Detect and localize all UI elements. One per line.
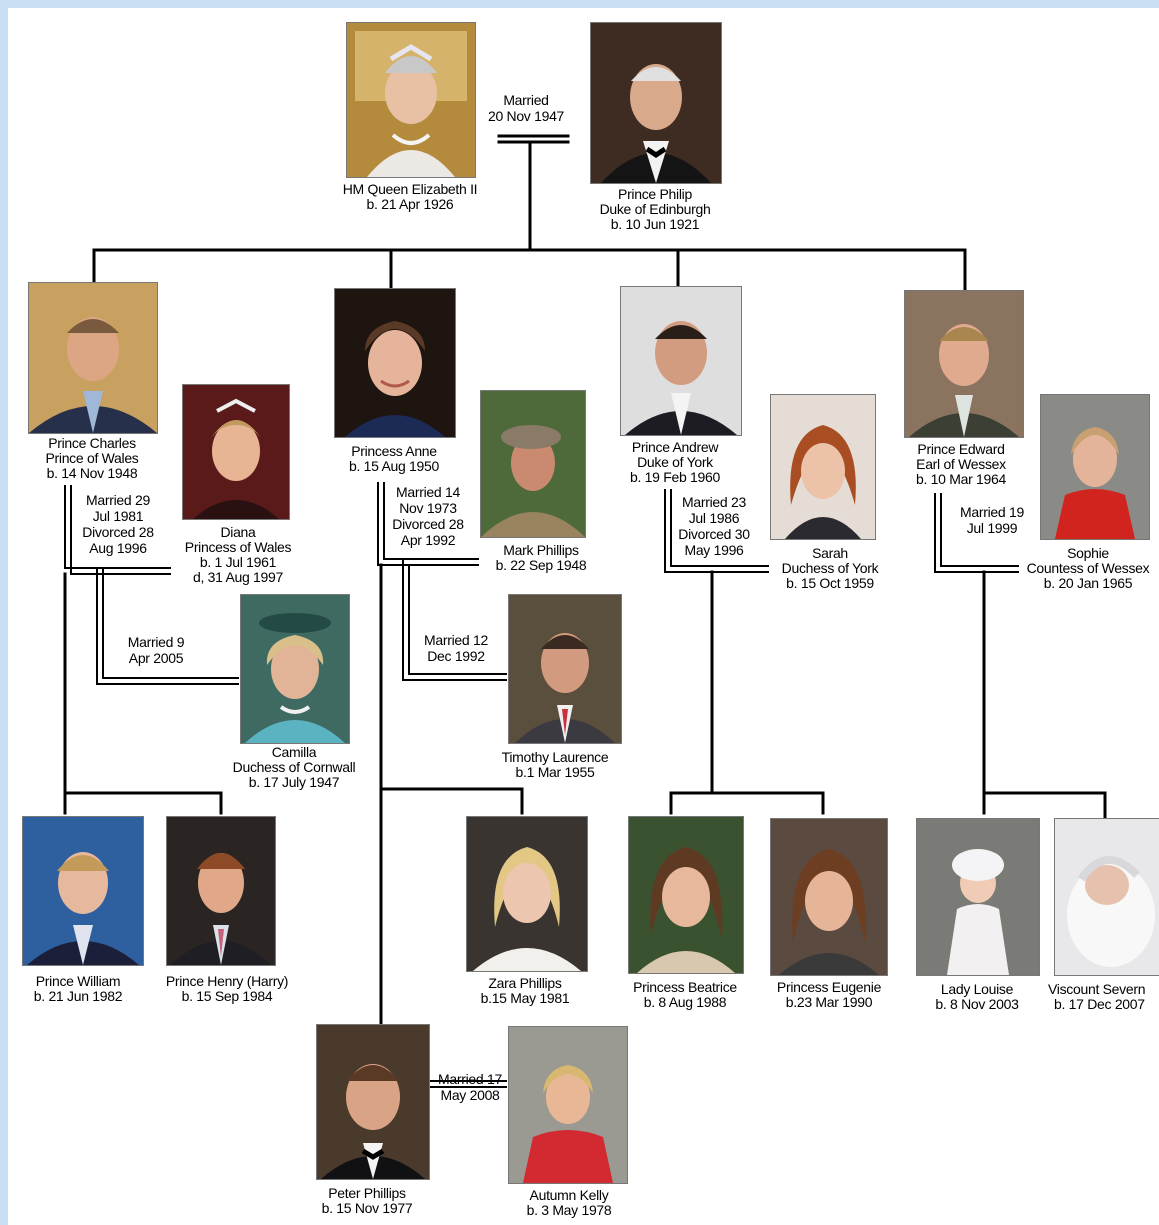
family-tree-panel: HM Queen Elizabeth II b. 21 Apr 1926 Mar… <box>8 8 1159 1225</box>
caption-timothy-laurence: Timothy Laurence b.1 Mar 1955 <box>501 749 609 780</box>
connector-edward-sophie <box>934 493 1019 573</box>
marriage-label-elizabeth-philip: Married 20 Nov 1947 <box>487 92 565 124</box>
portrait-viscount-severn <box>1054 818 1159 976</box>
marriage-label-charles-camilla: Married 9 Apr 2005 <box>127 634 185 666</box>
portrait-lady-louise <box>916 818 1040 976</box>
portrait-princess-beatrice <box>628 816 744 974</box>
tree-connectors <box>63 134 1107 1088</box>
connector-anne-mark <box>377 482 479 566</box>
portrait-prince-harry <box>166 816 276 966</box>
photo-placeholder-icon <box>167 817 275 965</box>
photo-placeholder-icon <box>335 289 455 437</box>
connector-charles-camilla <box>96 567 239 685</box>
photo-placeholder-icon <box>347 23 475 177</box>
photo-placeholder-icon <box>29 283 157 433</box>
connector-peter-autumn <box>428 1080 507 1088</box>
caption-prince-andrew: Prince Andrew Duke of York b. 19 Feb 196… <box>630 439 720 485</box>
photo-placeholder-icon <box>771 395 875 539</box>
caption-diana: Diana Princess of Wales b. 1 Jul 1961 d,… <box>184 524 292 585</box>
photo-placeholder-icon <box>509 595 621 743</box>
photo-placeholder-icon <box>467 817 587 971</box>
marriage-label-andrew-sarah: Married 23 Jul 1986 Divorced 30 May 1996 <box>678 494 750 558</box>
caption-zara-phillips: Zara Phillips b.15 May 1981 <box>480 975 570 1006</box>
portrait-mark-phillips <box>480 390 586 538</box>
photo-placeholder-icon <box>1041 395 1149 539</box>
connector-charles-diana <box>64 485 171 575</box>
portrait-sophie <box>1040 394 1150 540</box>
marriage-label-anne-mark: Married 14 Nov 1973 Divorced 28 Apr 1992 <box>392 484 464 548</box>
caption-mark-phillips: Mark Phillips b. 22 Sep 1948 <box>495 542 587 573</box>
connector-andrew-sarah <box>664 489 769 573</box>
portrait-prince-andrew <box>620 286 742 436</box>
caption-sarah: Sarah Duchess of York b. 15 Oct 1959 <box>781 545 879 591</box>
caption-queen-elizabeth: HM Queen Elizabeth II b. 21 Apr 1926 <box>342 181 478 212</box>
connector-anne-children <box>379 563 524 1025</box>
portrait-princess-anne <box>334 288 456 438</box>
caption-viscount-severn: Viscount Severn b. 17 Dec 2007 <box>1048 981 1146 1012</box>
caption-princess-anne: Princess Anne b. 15 Aug 1950 <box>349 443 439 474</box>
marriage-label-anne-timothy: Married 12 Dec 1992 <box>424 632 488 664</box>
caption-prince-edward: Prince Edward Earl of Wessex b. 10 Mar 1… <box>916 441 1006 487</box>
photo-placeholder-icon <box>1055 819 1159 975</box>
caption-sophie: Sophie Countess of Wessex b. 20 Jan 1965 <box>1026 545 1150 591</box>
connector-edward-children <box>982 570 1107 820</box>
connector-elizabeth-philip-marriage <box>497 134 570 144</box>
connector-andrew-children <box>669 570 825 815</box>
connector-children-bar <box>92 248 967 292</box>
photo-placeholder-icon <box>905 291 1023 437</box>
portrait-zara-phillips <box>466 816 588 972</box>
portrait-prince-charles <box>28 282 158 434</box>
portrait-timothy-laurence <box>508 594 622 744</box>
portrait-prince-edward <box>904 290 1024 438</box>
photo-placeholder-icon <box>183 385 289 519</box>
photo-placeholder-icon <box>241 595 349 743</box>
photo-placeholder-icon <box>509 1027 627 1183</box>
caption-camilla: Camilla Duchess of Cornwall b. 17 July 1… <box>232 744 356 790</box>
portrait-princess-eugenie <box>770 818 888 976</box>
caption-autumn-kelly: Autumn Kelly b. 3 May 1978 <box>526 1187 612 1218</box>
connector-anne-timothy <box>402 558 507 681</box>
caption-prince-philip: Prince Philip Duke of Edinburgh b. 10 Ju… <box>599 186 711 232</box>
photo-placeholder-icon <box>317 1025 429 1179</box>
portrait-autumn-kelly <box>508 1026 628 1184</box>
portrait-prince-william <box>22 816 144 966</box>
caption-prince-charles: Prince Charles Prince of Wales b. 14 Nov… <box>45 435 139 481</box>
caption-princess-eugenie: Princess Eugenie b.23 Mar 1990 <box>776 979 882 1010</box>
portrait-peter-phillips <box>316 1024 430 1180</box>
marriage-label-edward-sophie: Married 19 Jul 1999 <box>960 504 1024 536</box>
photo-placeholder-icon <box>23 817 143 965</box>
portrait-camilla <box>240 594 350 744</box>
portrait-prince-philip <box>590 22 722 184</box>
portrait-sarah <box>770 394 876 540</box>
photo-placeholder-icon <box>629 817 743 973</box>
portrait-queen-elizabeth <box>346 22 476 178</box>
caption-prince-william: Prince William b. 21 Jun 1982 <box>33 973 123 1004</box>
photo-placeholder-icon <box>481 391 585 537</box>
marriage-label-peter-autumn: Married 17 May 2008 <box>438 1071 502 1103</box>
photo-placeholder-icon <box>621 287 741 435</box>
caption-peter-phillips: Peter Phillips b. 15 Nov 1977 <box>321 1185 413 1216</box>
connector-charles-children <box>63 572 223 815</box>
photo-placeholder-icon <box>771 819 887 975</box>
photo-placeholder-icon <box>917 819 1039 975</box>
photo-placeholder-icon <box>591 23 721 183</box>
caption-lady-louise: Lady Louise b. 8 Nov 2003 <box>935 981 1019 1012</box>
portrait-diana <box>182 384 290 520</box>
caption-prince-harry: Prince Henry (Harry) b. 15 Sep 1984 <box>165 973 289 1004</box>
caption-princess-beatrice: Princess Beatrice b. 8 Aug 1988 <box>633 979 737 1010</box>
marriage-label-charles-diana: Married 29 Jul 1981 Divorced 28 Aug 1996 <box>82 492 154 556</box>
